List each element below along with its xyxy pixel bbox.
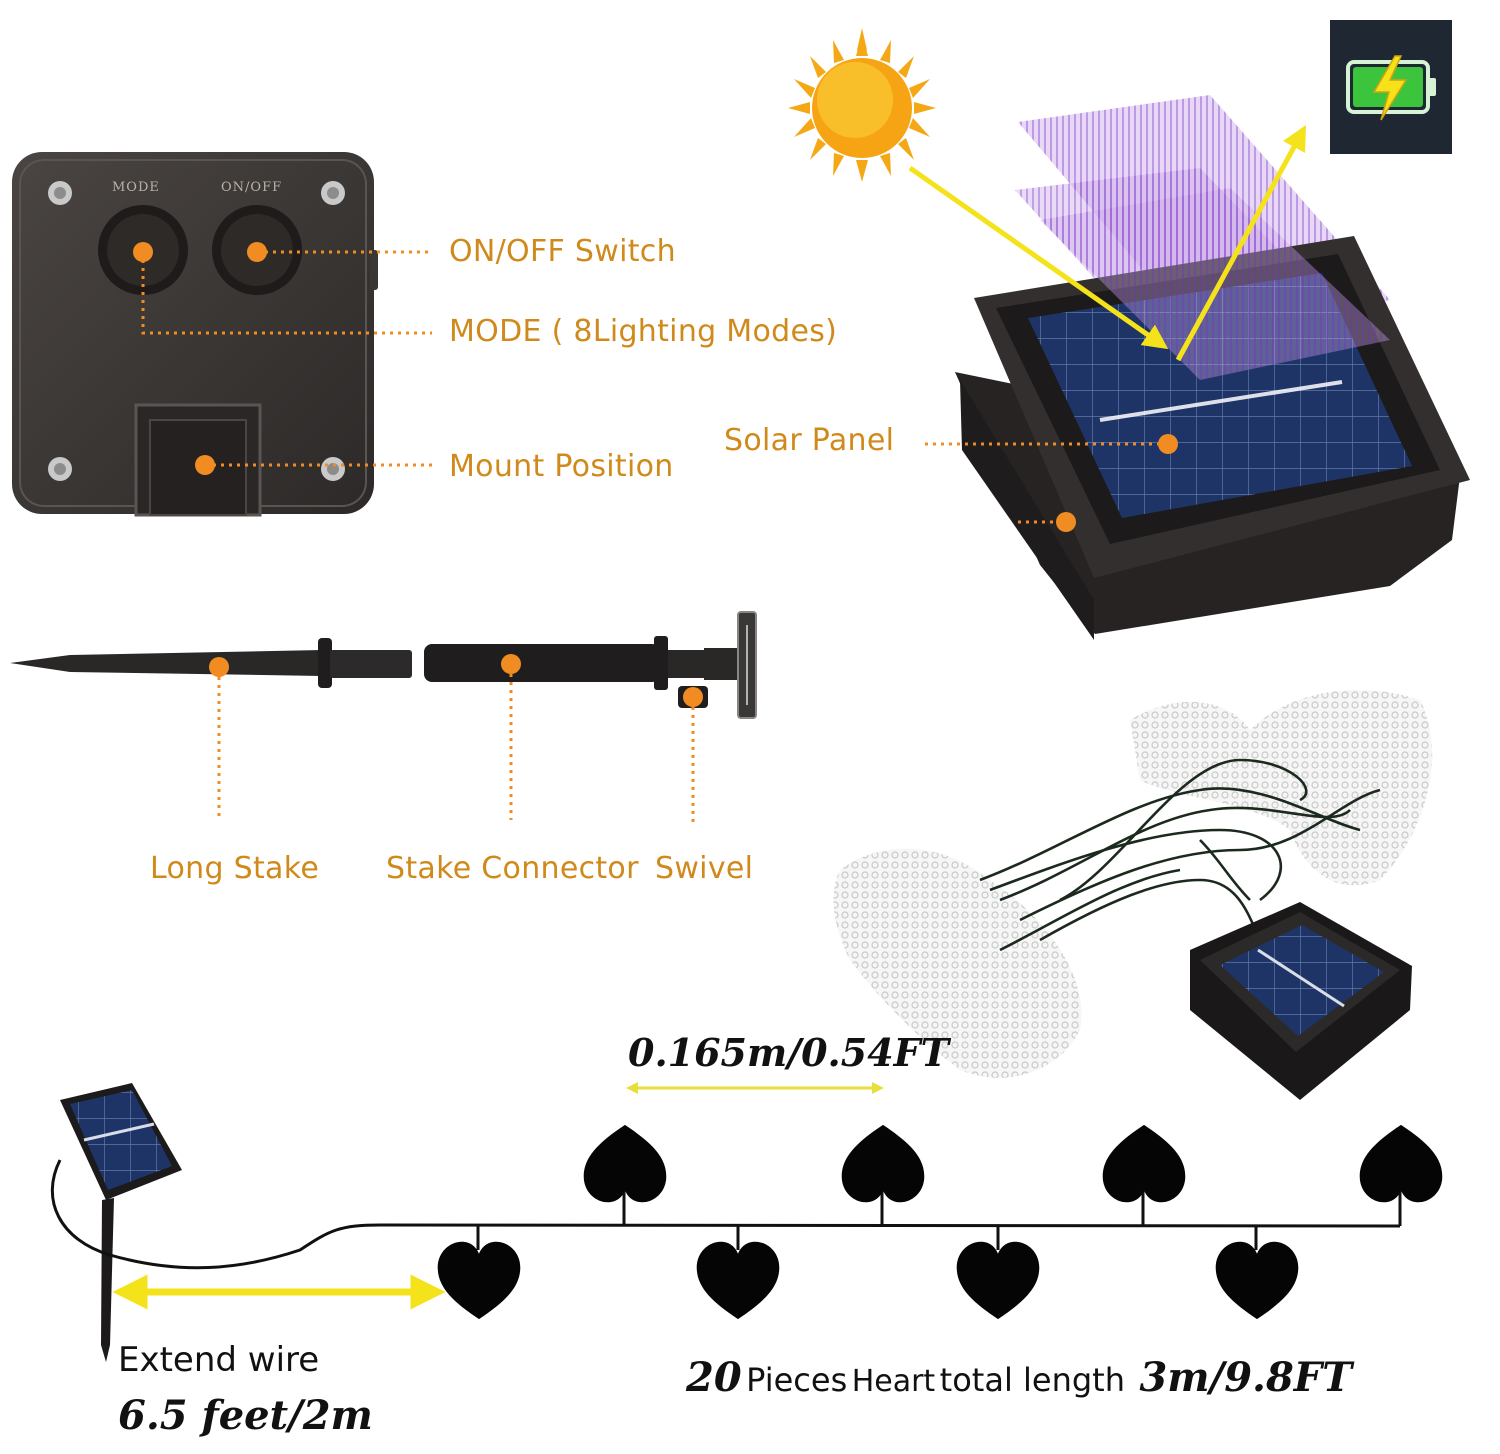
heart-string: [50, 1124, 1443, 1320]
solar-panel-box: [908, 95, 1470, 640]
heart-icon: [437, 1241, 521, 1320]
heart-icon: [956, 1241, 1040, 1320]
mode-label: MODE ( 8Lighting Modes): [449, 314, 838, 349]
mode-engraving: MODE: [112, 180, 160, 195]
mount-position-label: Mount Position: [449, 449, 674, 484]
mount-slot: [134, 403, 262, 517]
sun-icon: [788, 28, 936, 182]
extend-wire-label: Extend wire: [118, 1340, 320, 1380]
pieces-text: Pieces: [746, 1361, 848, 1399]
heart-icon: [696, 1241, 780, 1320]
onoff-engraving: ON/OFF: [221, 180, 283, 195]
screw: [321, 181, 345, 205]
screw: [48, 457, 72, 481]
total-length-line: 20 Pieces Heart total length 3m/9.8FT: [686, 1354, 1352, 1401]
product-photo: [833, 690, 1433, 1100]
heart-icon: [1215, 1241, 1299, 1320]
battery-charging-icon: [1330, 20, 1452, 154]
piece-count: 20: [686, 1354, 742, 1401]
extend-length-label: 6.5 feet/2m: [118, 1392, 373, 1439]
total-length-text: total length: [939, 1361, 1125, 1399]
stake-connector-label: Stake Connector: [386, 851, 639, 886]
solar-panel-label: Solar Panel: [724, 423, 895, 458]
swivel-label: Swivel: [655, 851, 754, 886]
stake-assembly: [10, 611, 757, 826]
onoff-switch-label: ON/OFF Switch: [449, 234, 676, 269]
long-stake-label: Long Stake: [150, 851, 320, 886]
heart-text: Heart: [851, 1364, 936, 1399]
total-length-value: 3m/9.8FT: [1139, 1354, 1352, 1401]
screw: [48, 181, 72, 205]
screw: [321, 457, 345, 481]
mini-solar-panel: [60, 1083, 182, 1362]
control-box: [12, 152, 432, 517]
spacing-label: 0.165m/0.54FT: [628, 1030, 949, 1075]
